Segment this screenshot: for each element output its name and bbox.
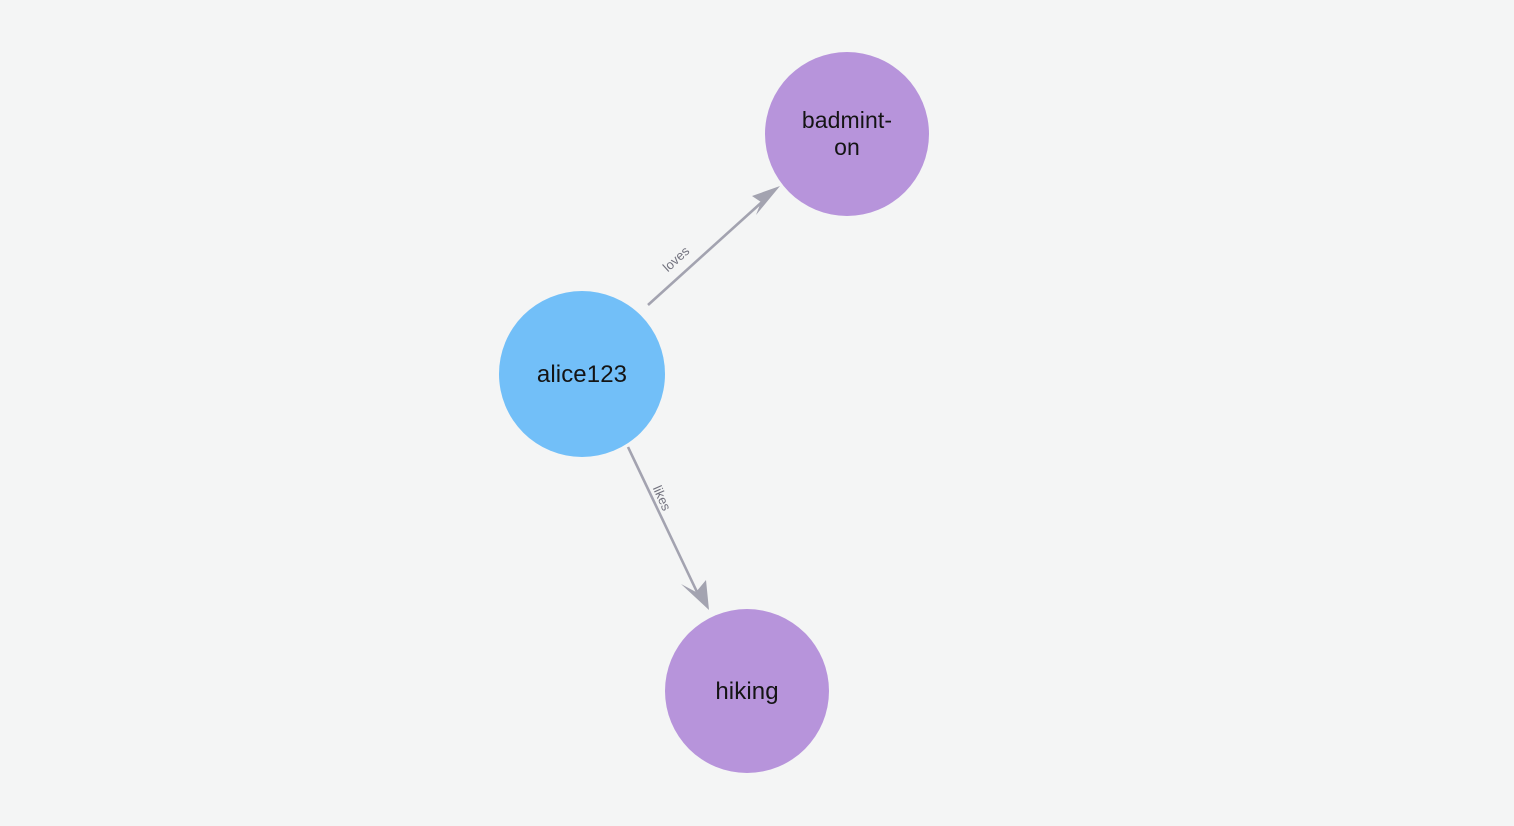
edge-arrowhead-likes [681, 580, 709, 610]
edge-arrowhead-loves [752, 186, 780, 215]
node-label-hiking: hiking [715, 677, 779, 705]
graph-node-hiking[interactable]: hiking [665, 609, 829, 773]
node-label-alice123: alice123 [536, 360, 628, 388]
graph-node-alice123[interactable]: alice123 [499, 291, 665, 457]
graph-edge-likes[interactable] [626, 446, 709, 610]
graph-node-badminton[interactable]: badmint- on [765, 52, 929, 216]
node-label-badminton: badmint- on [801, 107, 893, 160]
edge-line-loves [647, 201, 763, 306]
graph-edge-loves[interactable] [647, 186, 780, 306]
edge-line-likes [626, 446, 699, 593]
